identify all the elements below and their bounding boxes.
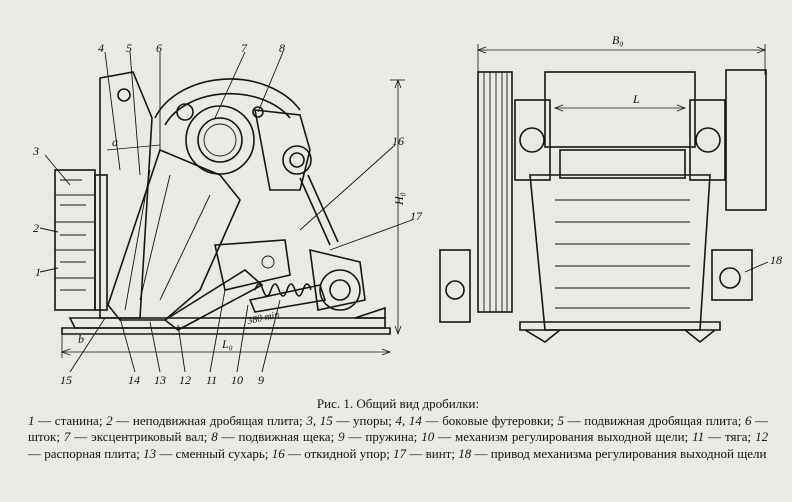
caption-item-dash: — <box>434 429 456 445</box>
caption-item-text: боковые футеровки; <box>442 413 554 429</box>
caption-item-number: 3, 15 <box>306 413 333 429</box>
caption-item-text: упоры; <box>353 413 392 429</box>
figure-caption: Рис. 1. Общий вид дробилки: 1 — станина;… <box>28 396 768 462</box>
caption-item-text: пружина; <box>365 429 418 445</box>
caption-item: 12 — распорная плита; <box>28 429 768 460</box>
caption-item-dash: — <box>471 445 491 461</box>
side-view: 4 5 6 7 8 3 2 1 16 17 15 14 13 12 11 10 … <box>32 41 423 387</box>
caption-item-number: 4, 14 <box>395 413 422 429</box>
caption-item-dash: — <box>332 413 354 429</box>
caption-item: 4, 14 — боковые футеровки; <box>395 413 553 428</box>
caption-item-number: 16 <box>271 445 285 461</box>
caption-item-number: 10 <box>421 429 435 445</box>
label-11: 11 <box>206 373 217 387</box>
caption-item-text: сменный сухарь; <box>175 445 269 461</box>
caption-item-dash: — <box>34 413 55 429</box>
caption-item: 11 — тяга; <box>692 429 751 444</box>
caption-item: 18 — привод механизма регулирования выхо… <box>458 446 766 461</box>
caption-item-dash: — <box>156 445 176 461</box>
dim-L: L <box>632 92 640 106</box>
label-18: 18 <box>770 253 782 267</box>
caption-item-number: 5 <box>557 413 564 429</box>
caption-item-text: подвижная щека; <box>238 429 335 445</box>
caption-item-text: подвижная дробящая плита; <box>584 413 742 429</box>
caption-item-dash: — <box>751 413 769 429</box>
caption-item-text: неподвижная дробящая плита; <box>132 413 303 429</box>
label-3: 3 <box>32 144 39 158</box>
caption-item: 13 — сменный сухарь; <box>143 446 268 461</box>
caption-item-dash: — <box>406 445 426 461</box>
speed-label: 380 min <box>245 309 280 327</box>
dim-H0: H₀ <box>392 192 406 206</box>
label-2: 2 <box>33 221 39 235</box>
caption-item-dash: — <box>112 413 133 429</box>
caption-item-text: откидной упор; <box>304 445 390 461</box>
caption-item-number: 8 <box>211 429 218 445</box>
front-view: B₀ L 18 <box>439 33 782 344</box>
caption-item-number: 17 <box>393 445 407 461</box>
label-4: 4 <box>98 41 104 55</box>
caption-item-dash: — <box>563 413 585 429</box>
label-17: 17 <box>410 209 423 223</box>
caption-item-text: эксцентриковый вал; <box>91 429 208 445</box>
dim-B0: B₀ <box>612 33 624 47</box>
caption-item-text: станина; <box>54 413 103 429</box>
caption-item-text: винт; <box>425 445 455 461</box>
caption-item-number: 12 <box>755 429 769 445</box>
caption-item-dash: — <box>704 429 725 445</box>
label-12: 12 <box>179 373 191 387</box>
caption-item-number: 18 <box>458 445 472 461</box>
caption-item: 2 — неподвижная дробящая плита; <box>106 413 303 428</box>
caption-item-text: привод механизма регулирования выходной … <box>490 445 767 461</box>
caption-item-dash: — <box>70 429 92 445</box>
caption-item-text: тяга; <box>724 429 752 445</box>
label-8: 8 <box>279 41 285 55</box>
caption-item-number: 13 <box>143 445 157 461</box>
caption-item-number: 1 <box>28 413 35 429</box>
caption-item: 10 — механизм регулирования выходной щел… <box>421 429 688 444</box>
caption-item-dash: — <box>28 445 45 461</box>
caption-item-dash: — <box>344 429 366 445</box>
caption-item: 3, 15 — упоры; <box>306 413 392 428</box>
caption-item-number: 2 <box>106 413 113 429</box>
caption-item-number: 9 <box>338 429 345 445</box>
dim-a: a <box>112 135 118 149</box>
caption-item: 8 — подвижная щека; <box>211 429 334 444</box>
caption-item-text: механизм регулирования выходной щели; <box>455 429 689 445</box>
label-1: 1 <box>35 265 41 279</box>
caption-item-number: 6 <box>744 413 752 429</box>
caption-item: 17 — винт; <box>393 446 455 461</box>
caption-title: Рис. 1. Общий вид дробилки: <box>316 396 480 411</box>
caption-item: 5 — подвижная дробящая плита; <box>557 413 741 428</box>
label-5: 5 <box>126 41 132 55</box>
label-14: 14 <box>128 373 140 387</box>
label-16: 16 <box>392 134 404 148</box>
label-10: 10 <box>231 373 243 387</box>
label-6: 6 <box>156 41 162 55</box>
dim-b: b <box>78 332 84 346</box>
caption-item-dash: — <box>421 413 443 429</box>
caption-item-number: 7 <box>63 429 71 445</box>
label-13: 13 <box>154 373 166 387</box>
caption-item-dash: — <box>217 429 239 445</box>
caption-item-number: 11 <box>692 429 705 445</box>
caption-item-dash: — <box>284 445 305 461</box>
dim-L0: L₀ <box>221 337 233 351</box>
caption-item: 1 — станина; <box>28 413 102 428</box>
caption-item: 6 — шток; <box>28 413 768 444</box>
caption-item-text: шток; <box>28 429 60 445</box>
caption-body: 1 — станина; 2 — неподвижная дробящая пл… <box>28 413 768 460</box>
label-9: 9 <box>258 373 264 387</box>
caption-item: 16 — откидной упор; <box>272 446 390 461</box>
caption-item: 9 — пружина; <box>338 429 417 444</box>
label-7: 7 <box>241 41 248 55</box>
caption-item: 7 — эксцентриковый вал; <box>64 429 207 444</box>
crusher-diagram: 4 5 6 7 8 3 2 1 16 17 15 14 13 12 11 10 … <box>32 33 782 387</box>
label-15: 15 <box>60 373 72 387</box>
caption-item-text: распорная плита; <box>44 445 140 461</box>
